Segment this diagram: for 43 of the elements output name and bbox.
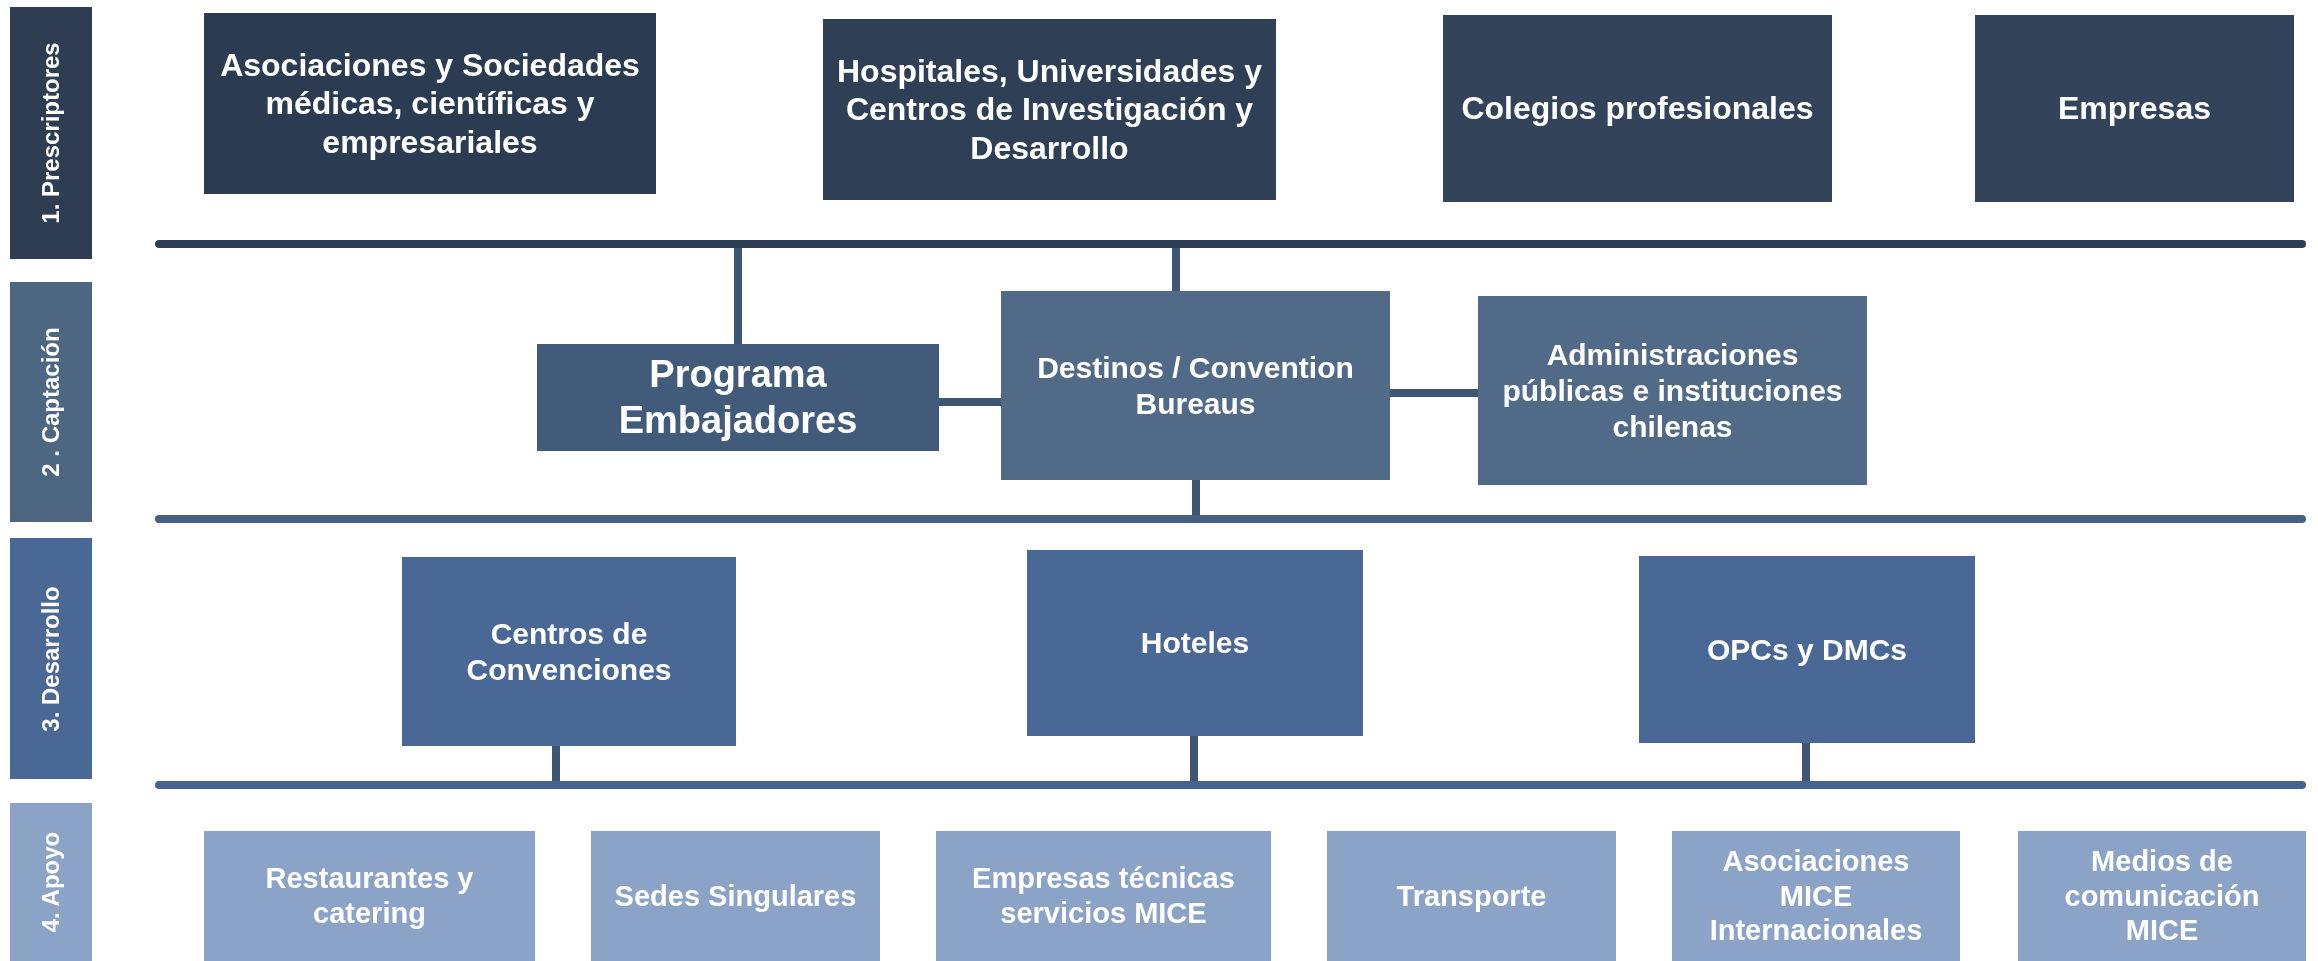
category-box <box>2018 831 2306 961</box>
box-label: Colegios profesionales <box>1461 89 1814 128</box>
box-label: Empresas técnicas servicios MICE <box>971 861 1236 931</box>
box-label: Asociaciones MICE Internacionales <box>1708 843 1924 949</box>
divider-bar <box>155 240 2306 248</box>
box-label: Programa Embajadores <box>617 351 859 443</box>
box-label: Destinos / Convention Bureaus <box>1036 349 1355 422</box>
stage-label: 1. Prescriptores <box>39 42 63 224</box>
category-box <box>1443 15 1832 202</box>
category-box <box>1975 15 2294 202</box>
stage-band <box>10 282 92 522</box>
box-label: Centros de Convenciones <box>465 615 673 688</box>
box-label: Empresas <box>2058 89 2211 128</box>
divider-bar <box>155 781 2306 789</box>
box-label: Hospitales, Universidades y Centros de Investigación y Desarrollo <box>835 51 1264 168</box>
box-label: Asociaciones y Sociedades médicas, científicas y empresariales <box>219 45 641 162</box>
box-label: Administraciones públicas e instituciones chilenas <box>1501 336 1844 445</box>
category-box <box>1001 291 1390 480</box>
box-label: Transporte <box>1396 878 1547 914</box>
category-box <box>402 557 736 746</box>
stage-label: 4. Apoyo <box>39 831 63 933</box>
stage-band <box>10 7 92 259</box>
category-box <box>936 831 1271 961</box>
stage-label: 3. Desarrollo <box>39 585 63 732</box>
divider-bar <box>155 515 2306 523</box>
category-box <box>537 344 939 451</box>
category-box <box>204 831 535 961</box>
box-label: Restaurantes y catering <box>264 861 475 931</box>
category-box <box>1639 556 1975 743</box>
stage-label: 2 . Captación <box>39 327 63 477</box>
box-label: Hoteles <box>1140 625 1250 661</box>
category-box <box>204 13 656 194</box>
box-label: OPCs y DMCs <box>1706 631 1908 668</box>
box-label: Sedes Singulares <box>614 878 857 914</box>
category-box <box>1478 296 1867 485</box>
box-label: Medios de comunicación MICE <box>2063 843 2261 949</box>
category-box <box>591 831 880 961</box>
category-box <box>1027 550 1363 736</box>
stage-band <box>10 538 92 779</box>
category-box <box>823 19 1276 200</box>
stage-band <box>10 803 92 961</box>
category-box <box>1672 831 1960 961</box>
category-box <box>1327 831 1616 961</box>
